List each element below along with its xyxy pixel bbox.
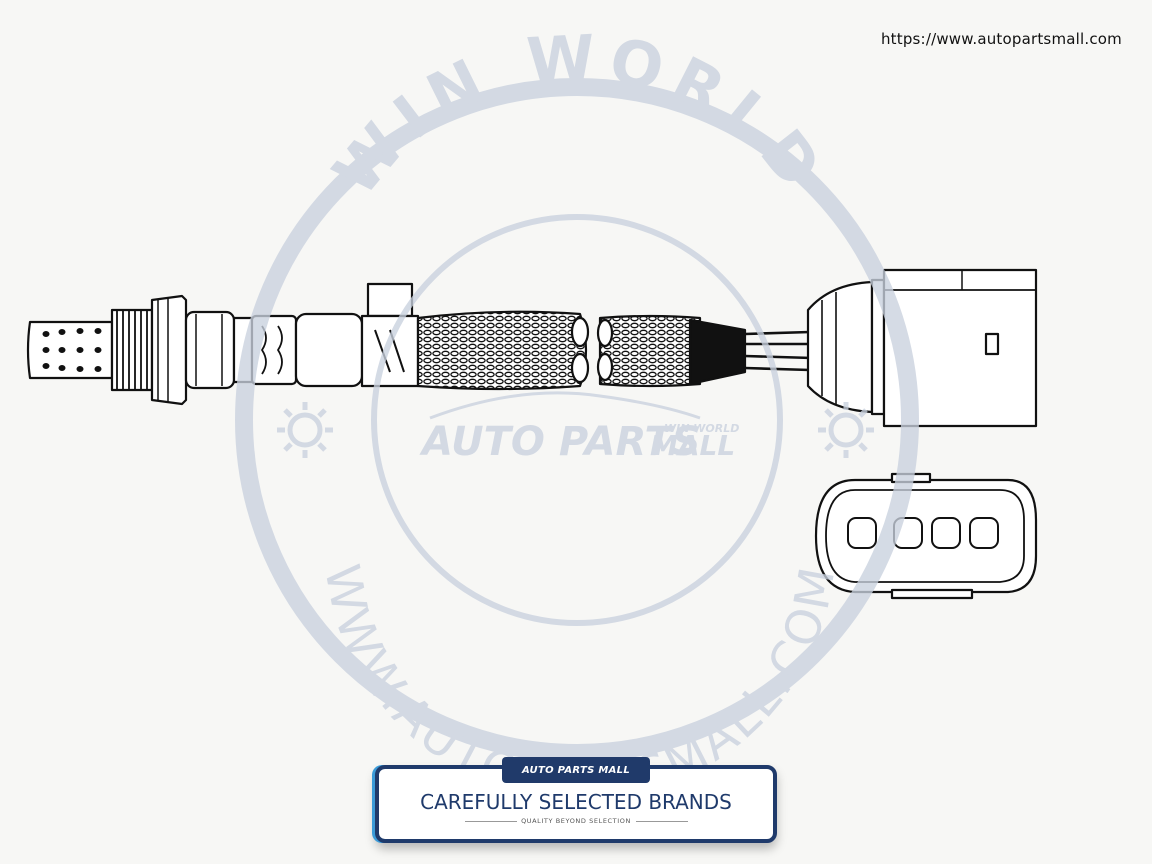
watermark-logo-mall: MALL <box>650 429 735 462</box>
banner-divider-left <box>465 821 517 822</box>
car-silhouette-icon <box>429 391 701 420</box>
connector-boot <box>806 280 874 414</box>
banner-logo-text: AUTO PARTS MALL <box>521 764 631 776</box>
banner-divider-right <box>636 821 688 822</box>
gear-icon <box>818 402 874 458</box>
gear-icon <box>277 402 333 458</box>
watermark-logo: AUTO PARTS WIN WORLD MALL <box>419 391 739 465</box>
sensor-thread <box>110 308 154 392</box>
watermark-arc-top: WIN WORLD <box>319 20 842 209</box>
banner-subtitle: QUALITY BEYOND SELECTION <box>521 817 631 825</box>
site-url: https://www.autopartsmall.com <box>880 30 1122 48</box>
sensor-hex-nut <box>150 294 188 406</box>
banner-logo-tab: AUTO PARTS MALL <box>502 757 650 783</box>
wire-sleeve <box>688 318 747 386</box>
banner-title: CAREFULLY SELECTED BRANDS <box>420 790 732 814</box>
braided-harness <box>416 310 702 391</box>
watermark-logo-small: WIN WORLD <box>664 422 739 435</box>
watermark-logo-main: AUTO PARTS <box>419 419 701 465</box>
connector-end-view <box>814 472 1038 600</box>
sensor-probe-tip <box>26 320 114 380</box>
